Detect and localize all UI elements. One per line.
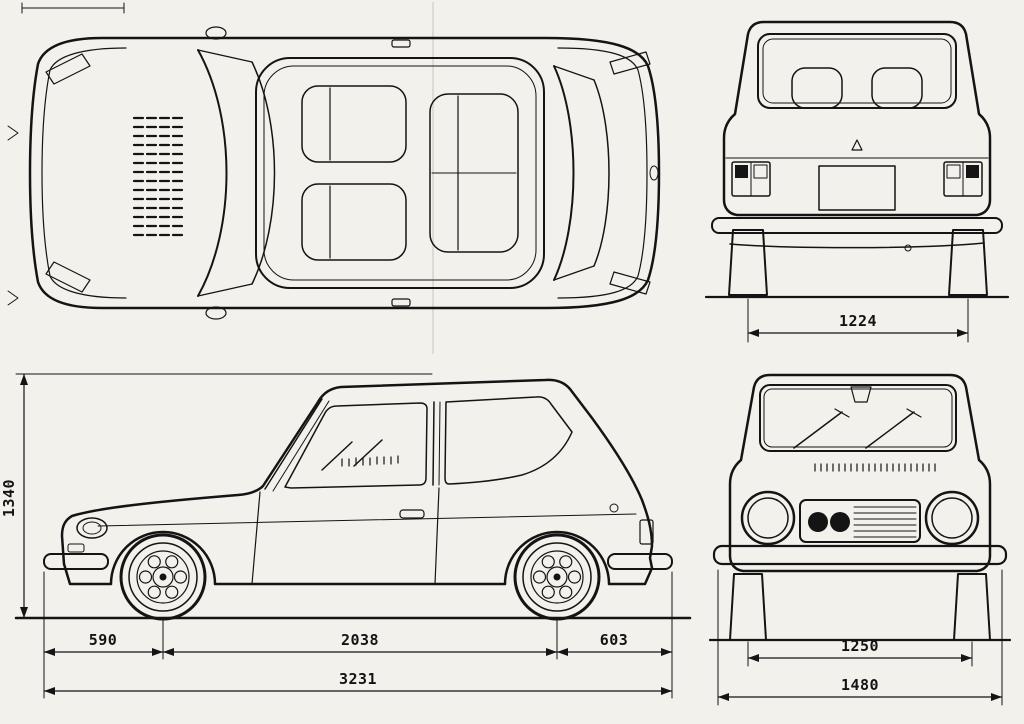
wheelbase-label: 2038 (341, 631, 379, 649)
wipers-side (321, 439, 399, 471)
right-wiper (865, 411, 915, 449)
front-track-label: 1250 (841, 637, 879, 655)
hood-vents (132, 116, 184, 237)
right-headrest (871, 67, 923, 109)
top-view-drawing (7, 2, 661, 354)
rear-track-dimension: 1224 (747, 298, 969, 343)
front-details-side (43, 517, 109, 570)
rear-body (722, 20, 992, 252)
total-length-label: 3231 (339, 670, 377, 688)
rear-view-drawing: 1224 (704, 20, 1010, 343)
front-body (728, 373, 992, 573)
exhaust-tip (904, 244, 912, 252)
rear-bumper-side (607, 553, 673, 570)
windshield-plan (197, 49, 276, 297)
rear-valance (729, 242, 985, 249)
rear-window (757, 33, 957, 109)
front-indicator (67, 543, 85, 553)
height-dimension: 1340 (2, 373, 433, 619)
roof-panel (255, 57, 545, 289)
rear-quarter-window (444, 396, 573, 485)
headlight-side (76, 517, 108, 539)
cowl-vent-ticks (814, 463, 936, 472)
rearview-mirror (850, 386, 872, 403)
left-headrest (791, 67, 843, 109)
front-left-seat (301, 85, 407, 163)
left-wiper (793, 411, 843, 449)
front-bumper-side (43, 553, 109, 570)
door-handles-plan (391, 39, 411, 307)
rear-bumper (711, 217, 1003, 234)
fuel-cap (609, 503, 619, 513)
headlights (740, 490, 980, 546)
side-crease (97, 513, 637, 527)
top-view-body (28, 36, 661, 310)
side-windows (264, 396, 573, 492)
height-label: 1340 (2, 479, 18, 517)
front-left-lamp (45, 53, 91, 85)
interior-seats (301, 85, 519, 261)
door-handle (399, 509, 425, 519)
tail-lamp-side (639, 519, 654, 545)
grille (799, 499, 921, 543)
rear-track-label: 1224 (839, 312, 877, 330)
driving-light-left (808, 512, 828, 532)
driving-light-right (830, 512, 850, 532)
rear-wheel (513, 533, 601, 621)
front-view-drawing: 1250 1480 (708, 373, 1012, 706)
side-body (60, 378, 654, 586)
license-plate (818, 165, 896, 211)
windshield-front (759, 384, 957, 452)
front-bumper (712, 544, 1008, 566)
rear-window-plan (553, 65, 610, 281)
length-dimensions: 590 2038 603 3231 (43, 571, 673, 699)
rear-wheels (728, 229, 988, 296)
front-right-lamp (45, 261, 91, 293)
front-wheel (119, 533, 207, 621)
rear-details-side (607, 503, 673, 570)
overall-width-dimension: 1480 (717, 569, 1003, 706)
front-door-window (284, 402, 428, 489)
side-mirrors-plan (205, 26, 227, 320)
side-view-drawing: 1340 590 2038 603 3231 (2, 373, 692, 699)
rear-bench-seat (429, 93, 519, 253)
rear-right-lamp (609, 271, 651, 295)
rear-handle (649, 165, 659, 181)
rear-emblem (851, 139, 863, 151)
front-right-seat (301, 183, 407, 261)
front-track-dimension: 1250 (747, 637, 973, 667)
door-lines (251, 487, 440, 585)
front-wheels (729, 573, 991, 641)
rear-overhang-label: 603 (600, 631, 629, 649)
overall-width-label: 1480 (841, 676, 879, 694)
tail-lights (731, 161, 983, 197)
front-overhang-label: 590 (89, 631, 118, 649)
rear-left-lamp (609, 51, 651, 75)
trimmed-dimension-marks (7, 2, 125, 306)
